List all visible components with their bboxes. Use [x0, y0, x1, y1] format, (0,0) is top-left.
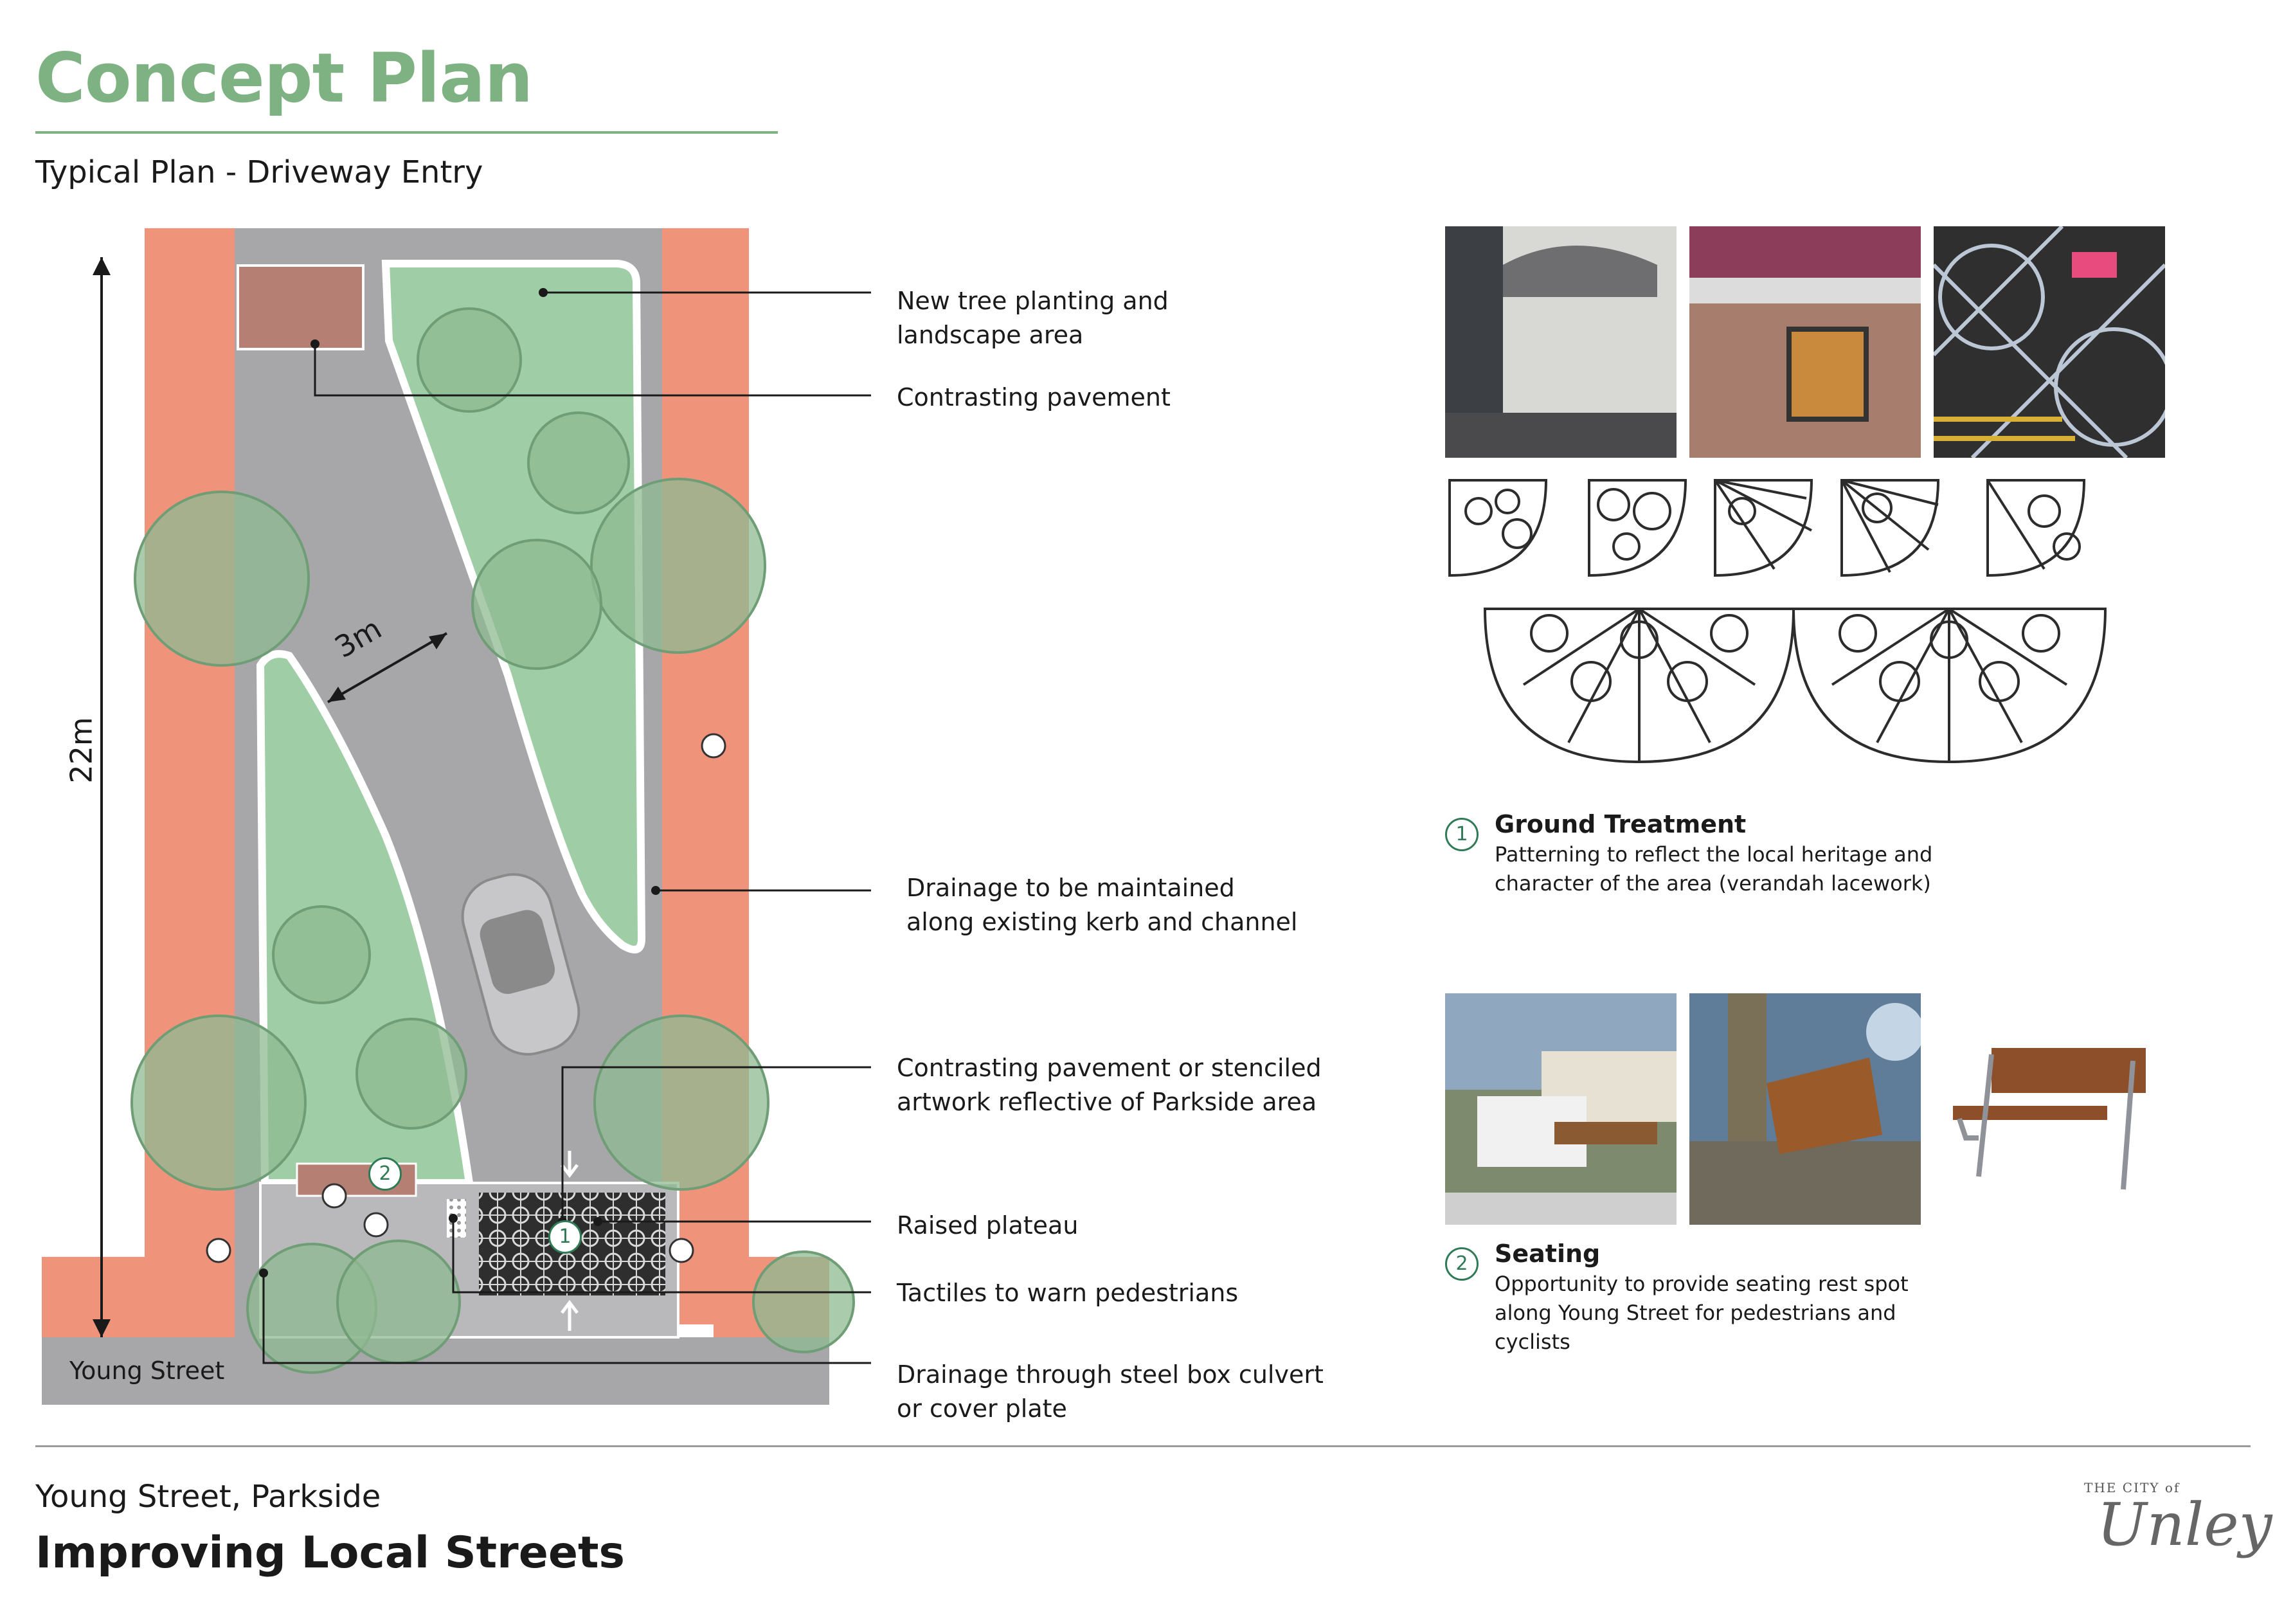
driveway-plan-diagram: [42, 228, 871, 1405]
photo-stenciled-pavement: [1934, 226, 2165, 458]
callout-contrasting-pavement: Contrasting pavement: [897, 383, 1171, 411]
lacework-ornaments: [1448, 479, 2107, 764]
photo-verandah-brick: [1689, 226, 1921, 458]
page-subtitle: Typical Plan - Driveway Entry: [35, 154, 483, 190]
footer-location: Young Street, Parkside: [35, 1479, 381, 1515]
feature-badge-ground-treatment: 1: [1445, 818, 1479, 851]
contrasting-pavement-block: [237, 264, 364, 350]
feature-description-line: character of the area (verandah lacework…: [1495, 871, 1931, 896]
feature-seating: Seating Opportunity to provide seating r…: [1495, 1238, 1909, 1357]
footpath-bottom-left: [42, 1257, 247, 1337]
feature-description-line: Patterning to reflect the local heritage…: [1495, 842, 1933, 867]
feature-ground-treatment: Ground Treatment Patterning to reflect t…: [1495, 809, 1932, 898]
title-divider: [35, 131, 778, 134]
council-logo-name: Unley: [2097, 1490, 2272, 1559]
feature-title: Ground Treatment: [1495, 810, 1747, 838]
plan-badge-ground-treatment: 1: [548, 1220, 582, 1254]
page-title: Concept Plan: [35, 39, 533, 118]
council-logo-text: THE CITY of: [2084, 1480, 2181, 1495]
photo-seating-garden: [1689, 993, 1921, 1225]
dimension-22m-label: 22m: [64, 717, 99, 784]
photo-verandah-grey: [1445, 226, 1677, 458]
feature-title: Seating: [1495, 1240, 1601, 1268]
street-label: Young Street: [69, 1357, 225, 1385]
feature-description-line: along Young Street for pedestrians and: [1495, 1301, 1896, 1326]
feature-description-line: Opportunity to provide seating rest spot: [1495, 1272, 1909, 1297]
plan-badge-seating: 2: [368, 1157, 402, 1191]
footer-title: Improving Local Streets: [35, 1528, 625, 1578]
feature-description-line: cyclists: [1495, 1329, 1570, 1354]
callout-raised-plateau: Raised plateau: [897, 1211, 1079, 1240]
footer-divider: [35, 1445, 2251, 1447]
callout-tactiles: Tactiles to warn pedestrians: [897, 1279, 1239, 1307]
pedestrian-icons: [206, 733, 726, 1263]
photo-seating-street: [1445, 993, 1677, 1225]
callout-leader-lines: [262, 291, 871, 1364]
feature-badge-seating: 2: [1445, 1247, 1479, 1281]
seating-bench-illustration: [1953, 1048, 2146, 1190]
car-icon: [461, 873, 580, 1056]
tree-canopies: [130, 307, 855, 1374]
